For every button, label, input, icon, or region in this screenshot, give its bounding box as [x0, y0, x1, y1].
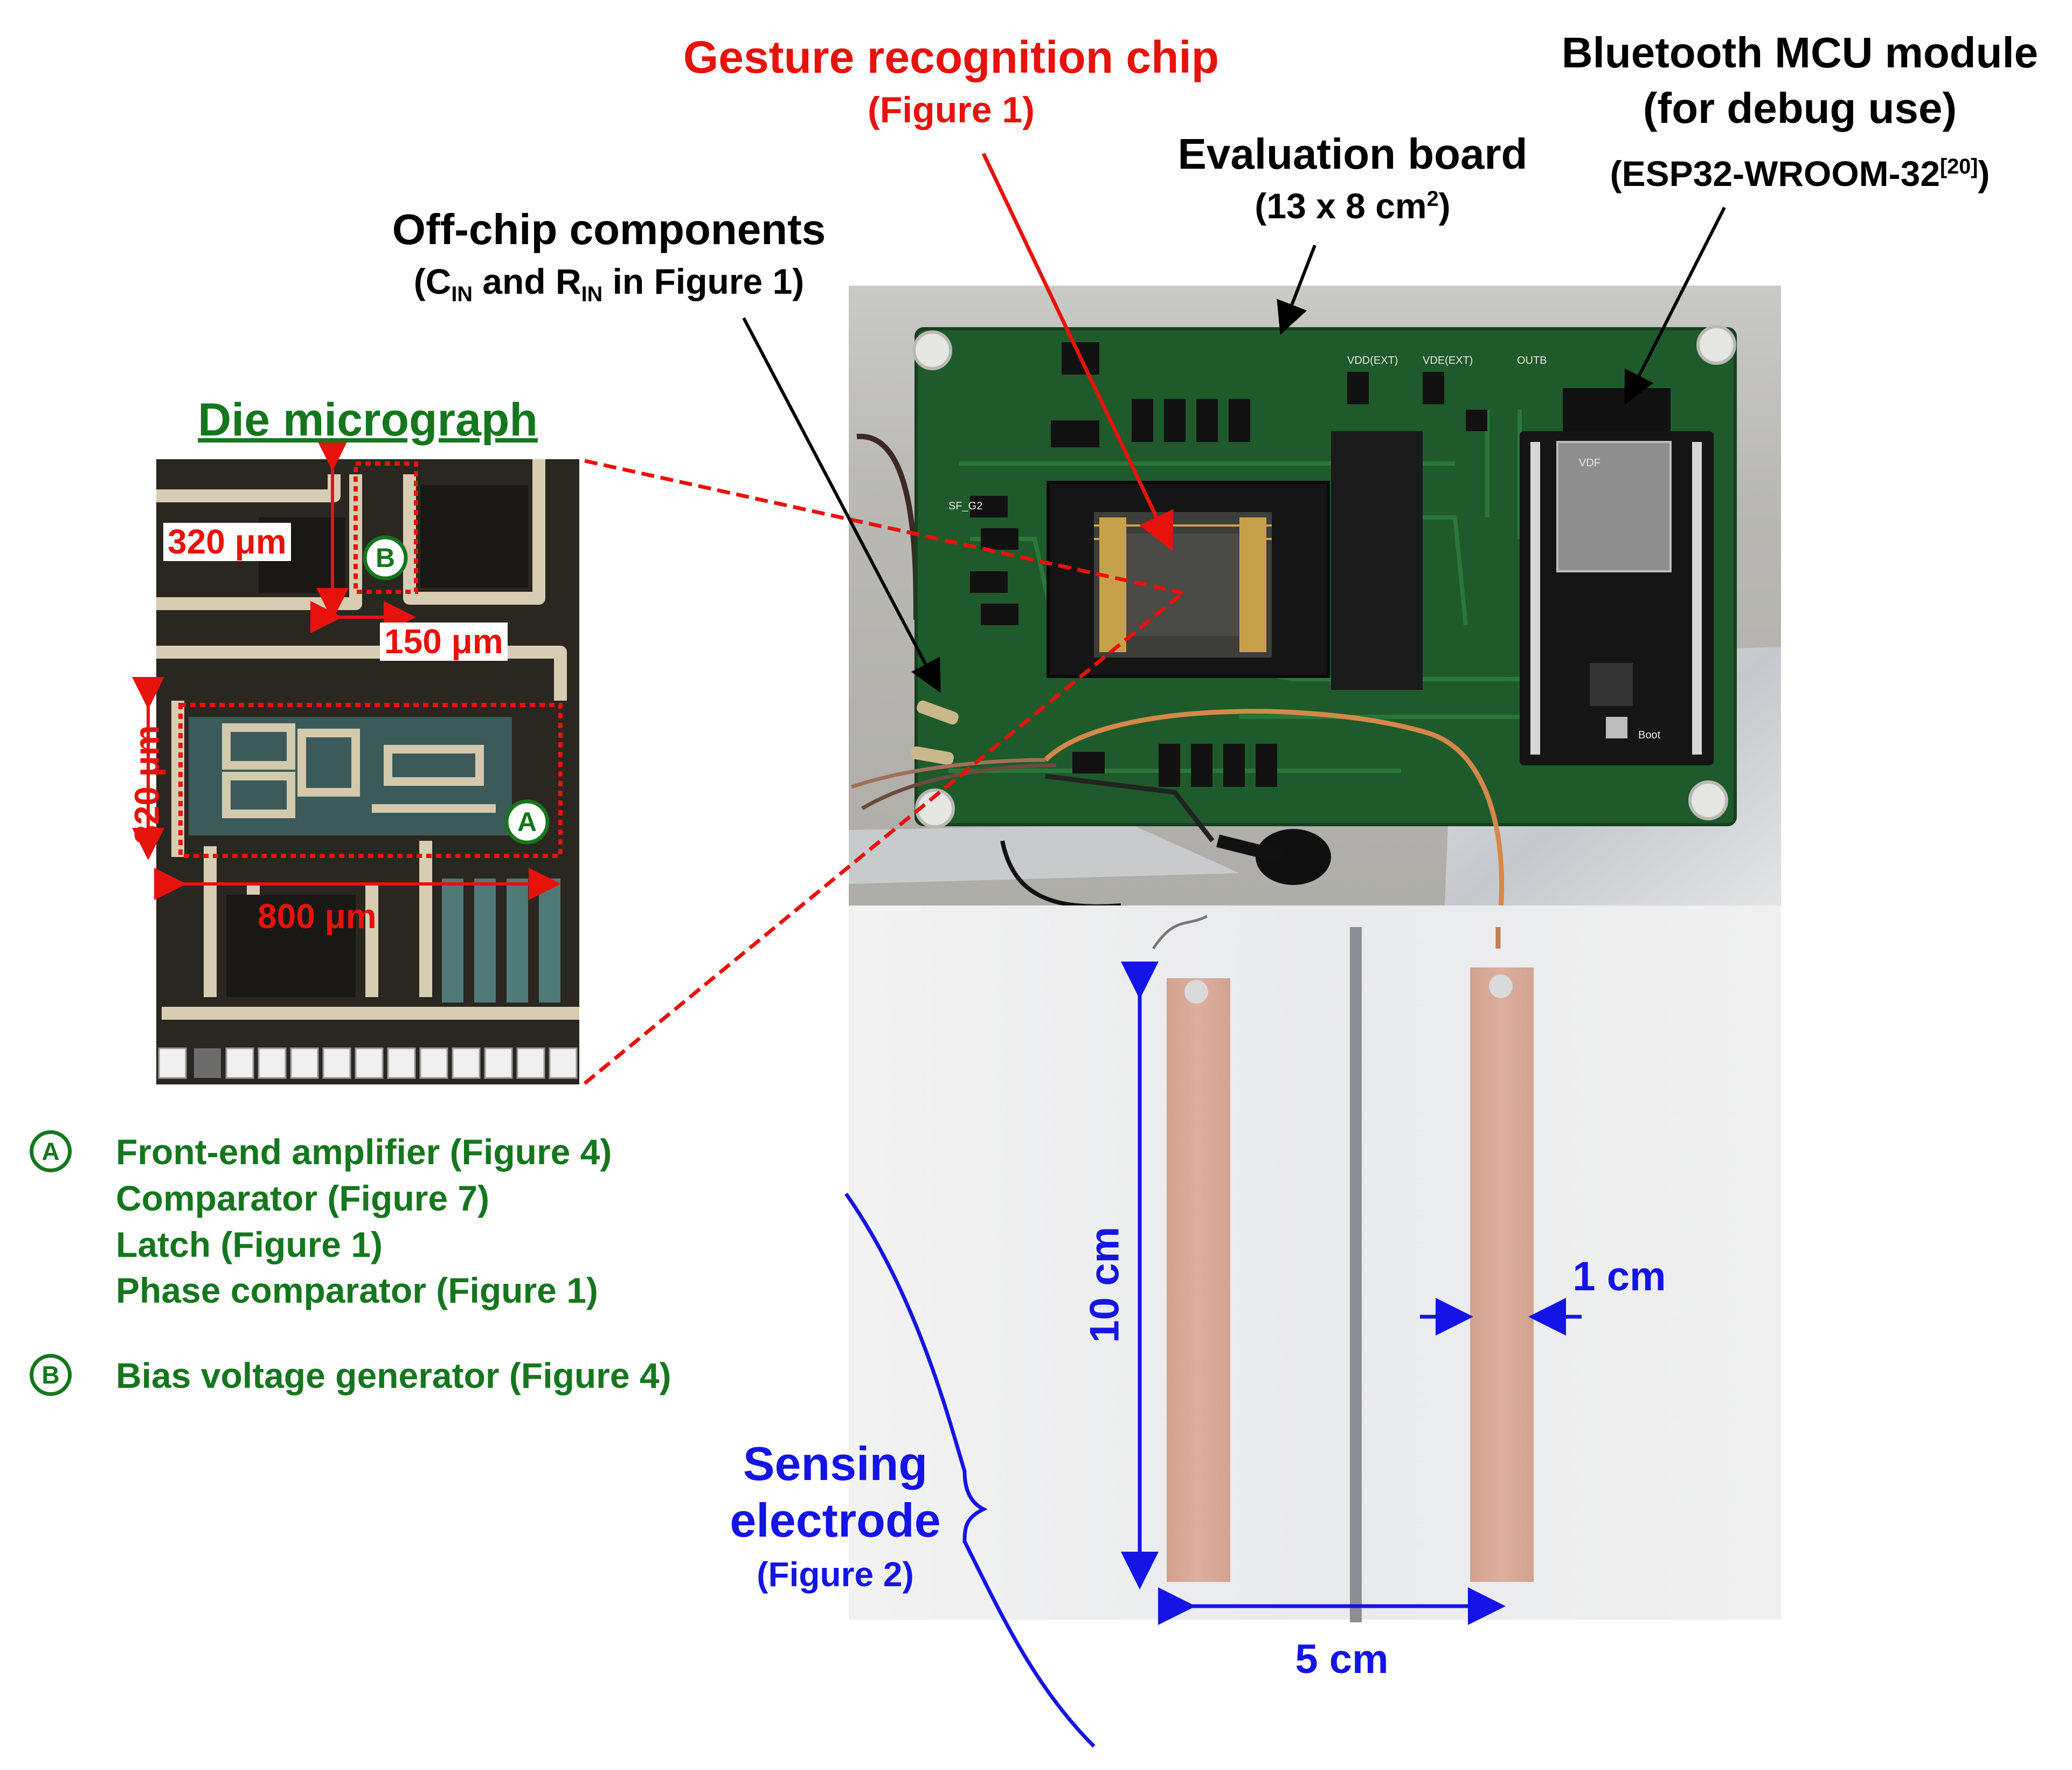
dim-b-height-label: 320 μm: [163, 523, 291, 562]
dim-10cm-label: 10 cm: [1082, 1226, 1128, 1343]
eval-board-arrow: [1277, 244, 1316, 335]
legend-a-item: Front-end amplifier (Figure 4): [116, 1132, 612, 1172]
legend-b-item: Bias voltage generator (Figure 4): [116, 1356, 671, 1395]
socket-latch: [1331, 431, 1423, 690]
silkscreen-label: Boot: [1638, 729, 1661, 741]
legend-a-item: Phase comparator (Figure 1): [116, 1270, 598, 1311]
die-micrograph: [132, 439, 579, 1084]
region-a-box: [178, 703, 563, 858]
chip-title: Gesture recognition chip: [683, 32, 1219, 82]
silkscreen-label: VDD(EXT): [1347, 355, 1398, 367]
esp32-shield: [1556, 441, 1672, 572]
silkscreen-label: VDF: [1579, 457, 1600, 469]
sensing-label-line1: Sensing: [743, 1437, 928, 1490]
dim-a-width-label: 800 μm: [258, 897, 377, 936]
legend-b-marker: B: [30, 1354, 72, 1396]
eval-board-title: Evaluation board: [1177, 130, 1528, 178]
offchip-arrow: [742, 317, 941, 693]
eval-board-size: (13 x 8 cm2): [1255, 186, 1451, 226]
marker-b-letter: B: [375, 543, 396, 573]
electrode-left: [1167, 978, 1230, 1582]
projection-lines: [583, 459, 1184, 1085]
board-photo: [849, 286, 1781, 1622]
legend-a-marker: A: [30, 1130, 72, 1172]
probe: [1256, 829, 1331, 885]
dim-1cm-label: 1 cm: [1572, 1254, 1666, 1299]
bluetooth-model: (ESP32-WROOM-32[20]): [1610, 154, 1990, 193]
offchip-title: Off-chip components: [392, 205, 826, 253]
sensing-label-line2: electrode: [730, 1494, 941, 1547]
chip-arrow: [981, 153, 1174, 551]
dim-5cm-label: 5 cm: [1295, 1636, 1389, 1682]
sheet-seam: [1350, 927, 1362, 1622]
sensing-brace: [844, 1192, 1096, 1748]
silkscreen-label: SF_G2: [948, 500, 982, 512]
electrode-sheet: [849, 905, 1781, 1620]
dim-a-height-label: 320 μm: [127, 725, 167, 844]
sensing-figure-ref: (Figure 2): [757, 1555, 914, 1594]
legend-b: B Bias voltage generator (Figure 4): [30, 1353, 671, 1399]
legend-a-item: Comparator (Figure 7): [116, 1178, 490, 1218]
bluetooth-title-line1: Bluetooth MCU module: [1561, 29, 2039, 77]
bluetooth-title-line2: (for debug use): [1643, 84, 1957, 132]
region-b-box: [354, 461, 418, 594]
orange-wire: [1043, 709, 1505, 933]
chip-figure-ref: (Figure 1): [868, 89, 1035, 130]
dim-b-width-label: 150 μm: [380, 623, 508, 661]
electrode-right: [1470, 967, 1534, 1582]
legend-a: A Front-end amplifier (Figure 4) Compara…: [30, 1129, 612, 1314]
bluetooth-arrow: [1624, 206, 1726, 405]
legend-a-item: Latch (Figure 1): [116, 1224, 383, 1264]
marker-a-circle: [504, 799, 550, 845]
offchip-detail: (CIN and RIN in Figure 1): [413, 261, 805, 307]
silkscreen-label: OUTB: [1517, 355, 1547, 367]
silkscreen-label: VDE(EXT): [1423, 355, 1473, 367]
marker-b-circle: [363, 535, 408, 580]
die-micrograph-title: Die micrograph: [198, 394, 538, 446]
marker-a-letter: A: [517, 807, 537, 837]
